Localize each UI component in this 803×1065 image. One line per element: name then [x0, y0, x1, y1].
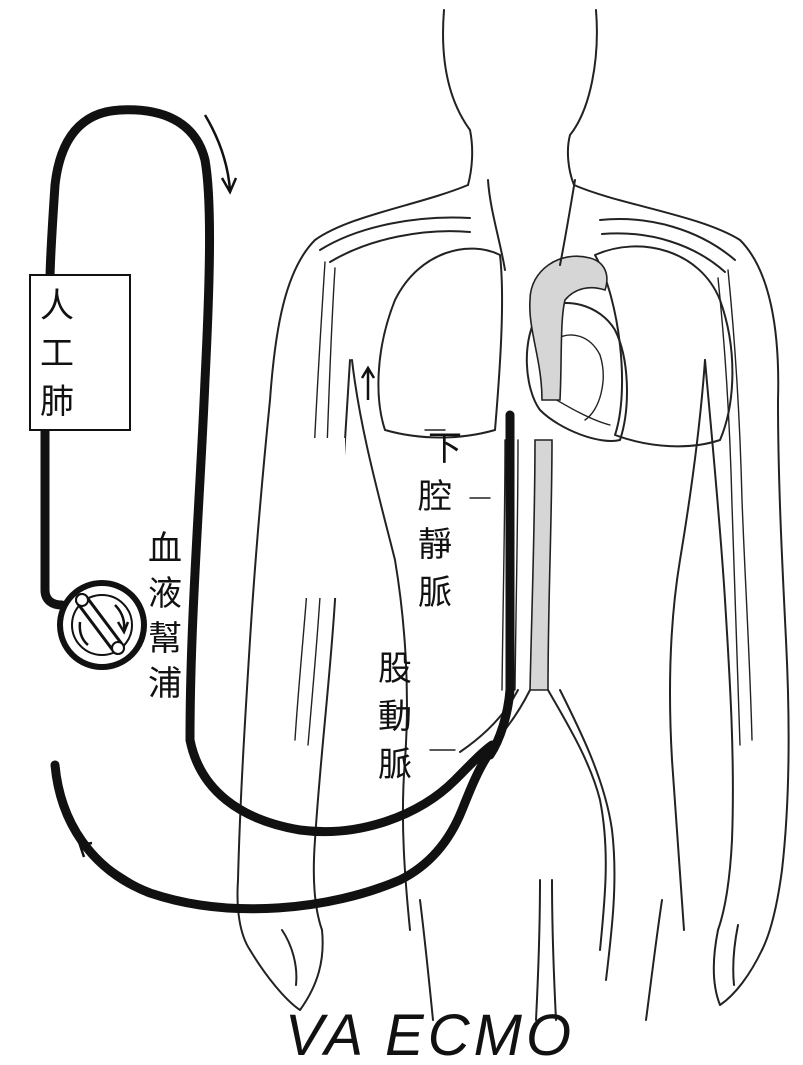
pump-label-3: 幫	[148, 619, 182, 659]
oxygenator-label-3: 肺	[40, 382, 74, 422]
femoral-label-1: 股	[378, 649, 412, 689]
ivc-label-4: 脈	[418, 573, 452, 613]
femoral-label-3: 脈	[378, 745, 412, 785]
ivc-label-2: 腔	[418, 477, 452, 517]
oxygenator-label-1: 人	[40, 286, 74, 326]
oxygenator-label-2: 工	[40, 334, 74, 374]
pump-label: 血 液 幫 浦	[148, 529, 182, 704]
ivc-label: 下 腔 靜 脈	[418, 429, 462, 613]
blood-pump	[60, 583, 144, 667]
veins	[295, 180, 752, 750]
oxygenator: 人 工 肺	[30, 275, 130, 430]
pump-label-2: 液	[148, 574, 182, 614]
diagram-title: VA ECMO	[285, 1003, 575, 1065]
femoral-label-2: 動	[378, 697, 412, 737]
arm-flow-arrow	[362, 368, 374, 400]
right-lung	[378, 249, 502, 438]
left-lung	[595, 246, 732, 446]
femoral-artery-label: 股 動 脈	[378, 649, 412, 785]
pump-label-4: 浦	[148, 664, 182, 704]
aorta	[460, 256, 614, 980]
ivc-label-3: 靜	[418, 525, 452, 565]
ivc-label-1: 下	[428, 429, 462, 469]
pump-label-1: 血	[148, 529, 182, 569]
